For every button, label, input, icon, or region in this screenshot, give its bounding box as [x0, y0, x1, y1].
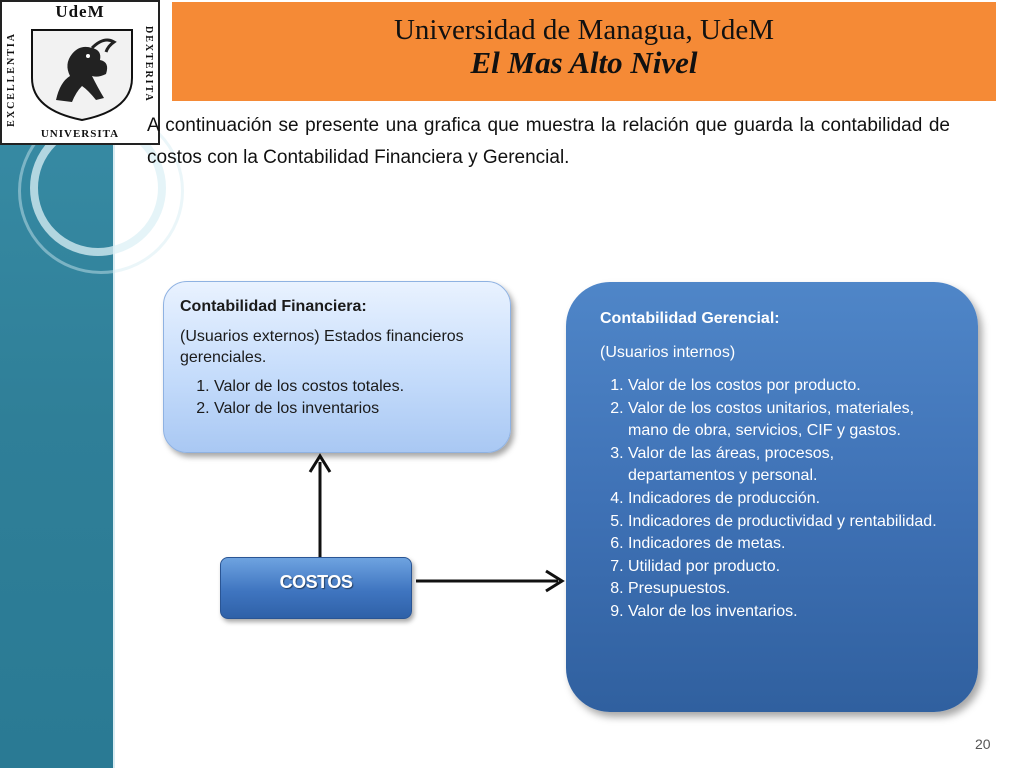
- list-item: Valor de los costos unitarios, materiale…: [628, 398, 944, 443]
- sidebar-divider: [113, 0, 115, 768]
- gerencial-title: Contabilidad Gerencial:: [600, 310, 780, 327]
- header-banner: Universidad de Managua, UdeM El Mas Alto…: [172, 2, 996, 101]
- list-item: Valor de los inventarios: [214, 398, 494, 420]
- list-item: Valor de los costos totales.: [214, 376, 494, 398]
- page-number: 20: [975, 736, 991, 752]
- header-subtitle: El Mas Alto Nivel: [470, 45, 698, 80]
- financiera-title: Contabilidad Financiera:: [180, 298, 367, 315]
- arrowhead-right: [545, 569, 565, 593]
- list-item: Indicadores de producción.: [628, 488, 944, 511]
- list-item: Utilidad por producto.: [628, 556, 944, 579]
- financiera-description: (Usuarios externos) Estados financieros …: [180, 328, 464, 366]
- list-item: Valor de los inventarios.: [628, 601, 944, 624]
- costos-box: COSTOS: [220, 557, 412, 619]
- university-logo: UdeM EXCELLENTIA DEXTERITA UNIVERSITA: [0, 0, 160, 145]
- financiera-list: Valor de los costos totales. Valor de lo…: [180, 376, 494, 420]
- list-item: Indicadores de productividad y rentabili…: [628, 511, 944, 534]
- logo-top-text: UdeM: [55, 2, 105, 21]
- gerencial-description: (Usuarios internos): [600, 344, 736, 361]
- list-item: Valor de las áreas, procesos, departamen…: [628, 443, 944, 488]
- list-item: Indicadores de metas.: [628, 533, 944, 556]
- contabilidad-financiera-box: Contabilidad Financiera: (Usuarios exter…: [163, 281, 511, 453]
- contabilidad-gerencial-box: Contabilidad Gerencial: (Usuarios intern…: [566, 282, 978, 712]
- logo-bottom-text: UNIVERSITA: [40, 128, 120, 140]
- list-item: Presupuestos.: [628, 578, 944, 601]
- logo-right-text: DEXTERITA: [143, 26, 154, 103]
- lion-shield-icon: [31, 29, 133, 122]
- gerencial-list: Valor de los costos por producto. Valor …: [600, 375, 944, 624]
- list-item: Valor de los costos por producto.: [628, 375, 944, 398]
- arrowhead-up: [308, 453, 332, 473]
- header-title: Universidad de Managua, UdeM: [393, 14, 775, 46]
- intro-paragraph: A continuación se presente una grafica q…: [147, 115, 950, 168]
